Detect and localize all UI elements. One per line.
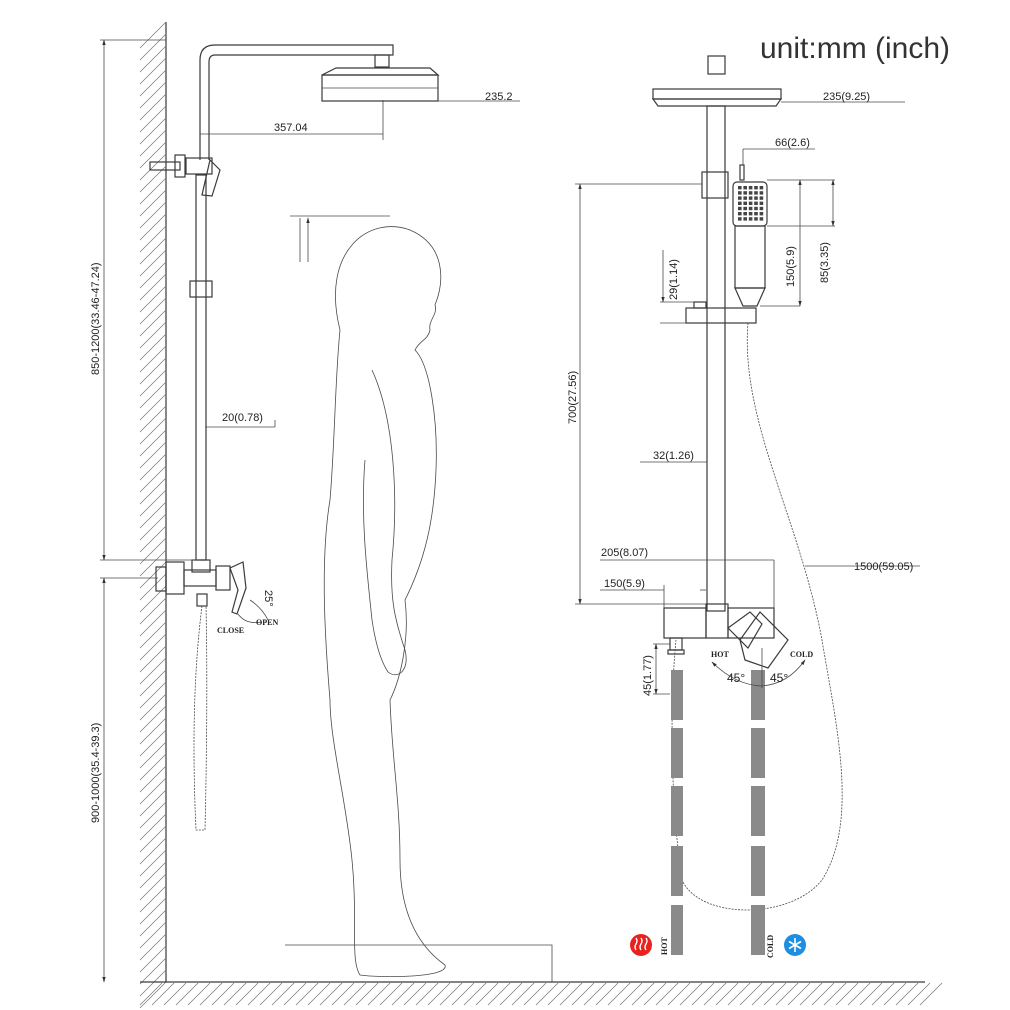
left-bar-diameter: 20(0.78) [222,412,263,424]
open-label: OPEN [256,618,278,627]
close-label: CLOSE [217,626,244,635]
angle-right: 45° [770,671,788,685]
mixer-depth: 150(5.9) [604,578,645,590]
outlet-height: 45(1.77) [642,655,654,696]
cold-water-icon [784,934,806,956]
right-head-width: 235(9.25) [823,91,870,103]
left-dimensions [100,39,520,983]
mixer-cold-label: COLD [790,650,813,659]
mixer-hot-label: HOT [711,650,729,659]
hand-shower-head-height: 85(3.35) [819,242,831,283]
handle-angle: 25° [262,590,274,607]
human-figure [290,215,446,978]
right-dimensions [575,101,920,695]
holder-height: 29(1.14) [668,259,680,300]
left-bar-height: 850-1200(33.46-47.24) [90,262,102,375]
hand-shower-width: 66(2.6) [775,137,810,149]
pipe-cold-label: COLD [766,935,775,958]
mixer-width: 205(8.07) [601,547,648,559]
unit-label: unit:mm (inch) [760,32,950,65]
left-shower-side-view [149,44,440,831]
right-shower-front-view [651,55,843,955]
hot-water-icon [630,934,652,956]
left-arm-length: 357.04 [274,122,308,134]
hose-length: 1500(59.05) [854,561,913,573]
hand-shower-height: 150(5.9) [785,246,797,287]
left-mixer-height: 900-1000(35.4-39.3) [90,723,102,823]
bar-diameter: 32(1.26) [653,450,694,462]
wall [139,21,167,1009]
angle-left: 45° [727,671,745,685]
pipe-hot-label: HOT [660,937,669,955]
floor [139,944,943,1006]
bar-length: 700(27.56) [567,371,579,424]
left-head-width: 235.2 [485,91,513,103]
